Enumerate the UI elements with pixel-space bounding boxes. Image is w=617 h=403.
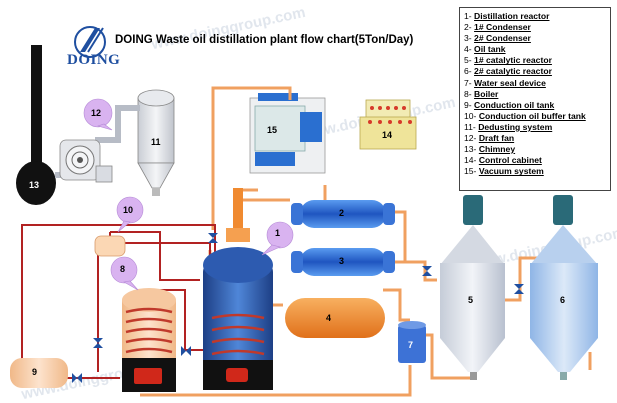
- legend-item: 15- Vacuum system: [464, 166, 544, 177]
- label-bubble: [83, 98, 294, 291]
- equipment-label-4: 4: [326, 313, 332, 323]
- condenser-2: [291, 248, 395, 276]
- equipment-label-8: 8: [120, 264, 126, 274]
- legend-item: 4- Oil tank: [464, 44, 506, 55]
- equipment-label-13: 13: [29, 180, 40, 190]
- equipment-label-2: 2: [339, 208, 345, 218]
- valve-icon: [72, 233, 524, 383]
- control-cabinet: [359, 99, 417, 150]
- catalytic-reactor-2: [530, 195, 598, 380]
- equipment-label-11: 11: [151, 137, 161, 147]
- equipment-label-14: 14: [382, 130, 393, 140]
- equipment-label-9: 9: [32, 367, 38, 377]
- draft-fan: [59, 139, 113, 183]
- chimney: [16, 45, 56, 205]
- legend: 1- Distillation reactor 2- 1# Condenser …: [459, 7, 611, 191]
- water-seal-device: [398, 321, 426, 363]
- conduction-oil-tank: [10, 358, 68, 388]
- legend-item: 7- Water seal device: [464, 77, 546, 88]
- legend-item: 2- 1# Condenser: [464, 22, 531, 33]
- legend-item: 11- Dedusting system: [464, 121, 553, 132]
- catalytic-reactor-1: [440, 195, 505, 380]
- legend-item: 5- 1# catalytic reactor: [464, 55, 552, 66]
- equipment-label-10: 10: [123, 205, 134, 215]
- logo-text: DOING: [67, 52, 121, 68]
- page-title: DOING Waste oil distillation plant flow …: [115, 34, 414, 46]
- equipment-label-5: 5: [468, 295, 474, 305]
- equipment-label-1: 1: [275, 228, 281, 238]
- equipment-label-3: 3: [339, 256, 345, 266]
- dedusting-system: [137, 89, 175, 196]
- vacuum-system: [249, 93, 326, 174]
- legend-item: 14- Control cabinet: [464, 155, 542, 166]
- legend-item: 3- 2# Condenser: [464, 33, 531, 44]
- legend-item: 6- 2# catalytic reactor: [464, 66, 552, 77]
- equipment-label-6: 6: [560, 295, 566, 305]
- legend-item: 8- Boiler: [464, 88, 499, 99]
- oil-tank: [285, 298, 385, 338]
- legend-item: 9- Conduction oil tank: [464, 99, 555, 110]
- boiler: [122, 288, 176, 392]
- legend-item: 12- Draft fan: [464, 133, 515, 144]
- legend-item: 10- Conduction oil buffer tank: [464, 110, 586, 121]
- equipment-label-7: 7: [408, 340, 414, 350]
- equipment-label-15: 15: [267, 125, 278, 135]
- legend-item: 1- Distillation reactor: [464, 11, 550, 21]
- conduction-oil-buffer-tank: [94, 235, 126, 257]
- condenser-1: [291, 200, 395, 228]
- legend-item: 13- Chimney: [464, 144, 516, 155]
- doing-logo-icon: [74, 26, 106, 58]
- equipment-label-12: 12: [91, 108, 102, 118]
- distillation-reactor: [203, 188, 273, 390]
